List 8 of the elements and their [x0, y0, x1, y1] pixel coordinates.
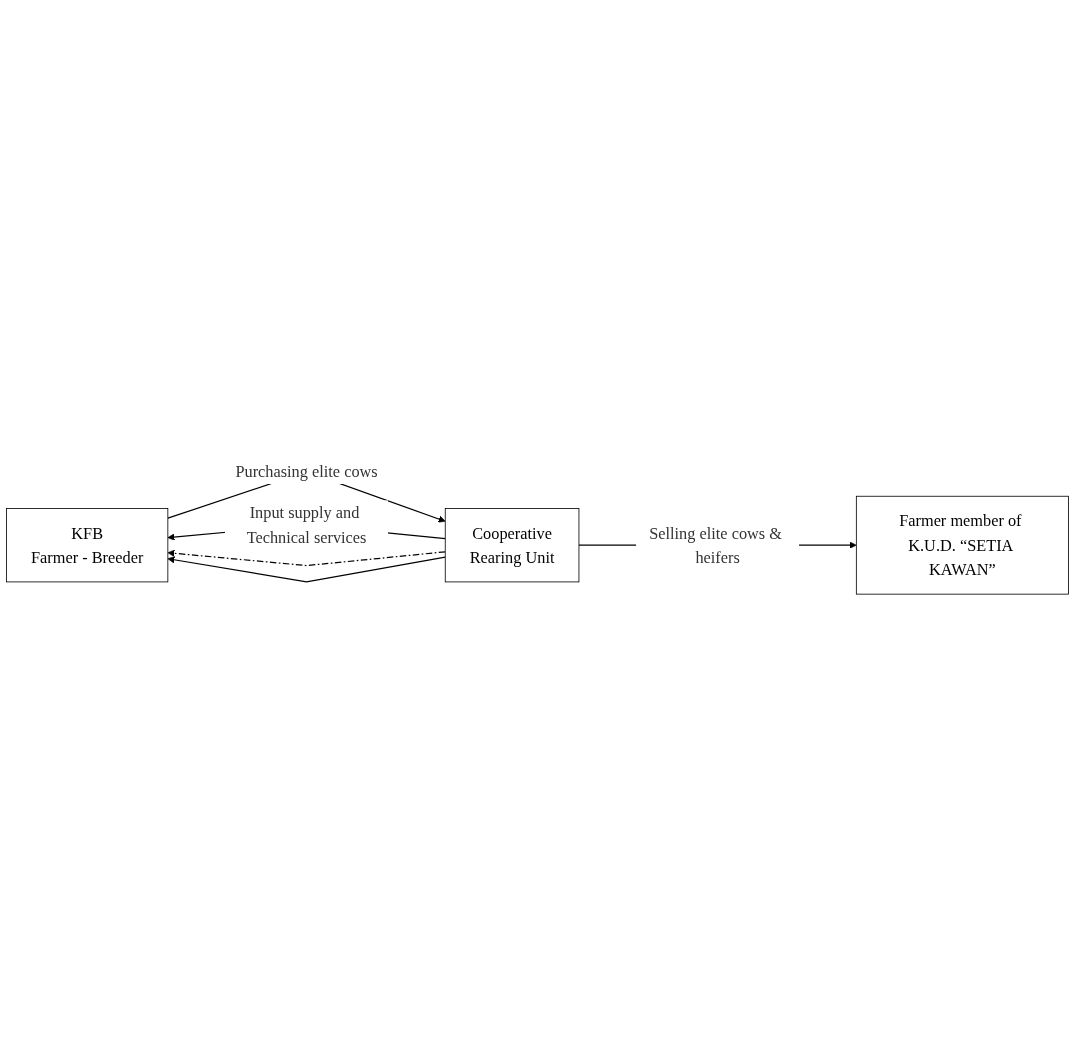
- edge-label: Input supply and Technical services: [246, 503, 367, 547]
- node-box: Farmer member of K.U.D. “SETIA KAWAN”: [855, 496, 1069, 595]
- arrow: [167, 549, 446, 567]
- node-box: KFB Farmer - Breeder: [6, 508, 169, 583]
- node-box: Cooperative Rearing Unit: [444, 508, 580, 583]
- edge-label: Selling elite cows & heifers: [649, 524, 782, 567]
- edge-label: Purchasing elite cows: [235, 462, 378, 481]
- arrow: [167, 556, 446, 583]
